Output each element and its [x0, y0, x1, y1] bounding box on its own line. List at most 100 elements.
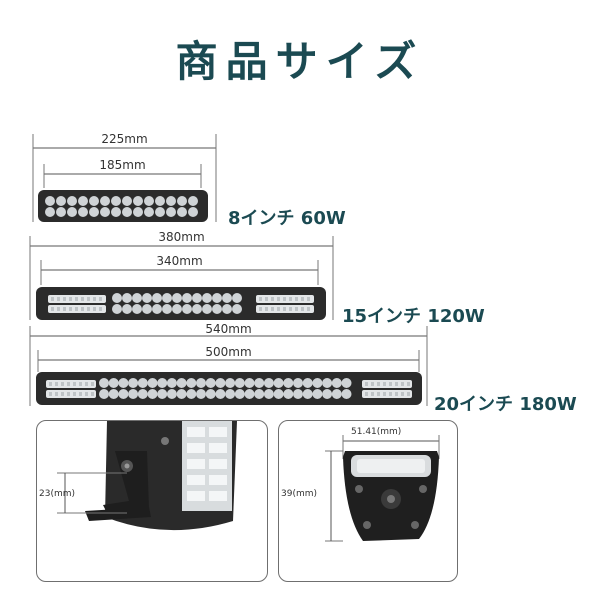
- product-8inch-diagram: [32, 134, 217, 222]
- led: [111, 207, 121, 217]
- led-strip-cell: [69, 297, 72, 301]
- led: [108, 389, 119, 399]
- product-15inch-diagram: [29, 236, 334, 320]
- led: [186, 378, 197, 388]
- led-strip-cell: [55, 382, 58, 386]
- led: [45, 196, 55, 206]
- led-strip-cell: [67, 392, 70, 396]
- led: [133, 196, 143, 206]
- led: [99, 378, 109, 388]
- led: [137, 389, 148, 399]
- led-strip-cell: [401, 392, 404, 396]
- led: [254, 389, 265, 399]
- led: [186, 389, 197, 399]
- led-strip-cell: [371, 382, 374, 386]
- led-strip-cell: [383, 392, 386, 396]
- led: [144, 207, 154, 217]
- led: [111, 196, 121, 206]
- led-strip-cell: [79, 392, 82, 396]
- led: [152, 293, 162, 303]
- led-strip-cell: [365, 382, 368, 386]
- led: [78, 207, 88, 217]
- led-strip-cell: [93, 307, 96, 311]
- led: [147, 389, 158, 399]
- led: [155, 207, 165, 217]
- led-strip-cell: [99, 307, 102, 311]
- led: [188, 196, 198, 206]
- led: [182, 293, 192, 303]
- led-strip-cell: [57, 307, 60, 311]
- led-strip-cell: [87, 307, 90, 311]
- led-strip-cell: [75, 307, 78, 311]
- led: [176, 378, 187, 388]
- led: [312, 378, 323, 388]
- model-label-20inch: 20インチ 180W: [434, 394, 577, 415]
- led: [118, 389, 129, 399]
- led: [196, 389, 206, 399]
- led-strip-cell: [259, 297, 262, 301]
- led-strip-cell: [377, 392, 380, 396]
- led-strip-cell: [87, 297, 90, 301]
- led-strip-cell: [377, 382, 380, 386]
- end-profile-illustration: [325, 435, 440, 542]
- led: [188, 207, 198, 217]
- led-strip-cell: [75, 297, 78, 301]
- outer-length-15inch: 380mm: [158, 230, 205, 244]
- led: [132, 293, 142, 303]
- led-strip: [362, 390, 412, 398]
- led-strip-cell: [395, 382, 398, 386]
- led: [144, 196, 154, 206]
- led: [56, 207, 66, 217]
- led: [192, 293, 202, 303]
- led: [205, 378, 216, 388]
- led: [302, 389, 313, 399]
- light-bar-8inch: [38, 190, 208, 222]
- inner-length-15inch: 340mm: [156, 254, 203, 268]
- led: [122, 304, 132, 314]
- led-strip-cell: [63, 307, 66, 311]
- led: [137, 378, 148, 388]
- led: [254, 378, 265, 388]
- led-strip-cell: [67, 382, 70, 386]
- led-strip-cell: [73, 392, 76, 396]
- led: [142, 293, 152, 303]
- led-strip-cell: [73, 382, 76, 386]
- led: [67, 196, 77, 206]
- led: [166, 207, 176, 217]
- product-20inch-diagram: [29, 326, 428, 406]
- outer-length-8inch: 225mm: [101, 132, 148, 146]
- led: [234, 378, 245, 388]
- light-bar-20inch: [36, 372, 422, 405]
- led: [341, 378, 352, 388]
- led: [283, 378, 294, 388]
- led: [56, 196, 66, 206]
- led-strip-cell: [307, 297, 310, 301]
- led-strip-cell: [79, 382, 82, 386]
- led: [312, 389, 323, 399]
- led-strip-cell: [277, 297, 280, 301]
- led: [166, 389, 177, 399]
- led: [133, 207, 143, 217]
- led-strip-cell: [289, 297, 292, 301]
- led: [215, 389, 226, 399]
- profile-width-label: 51.41(mm): [351, 427, 402, 437]
- led-strip-cell: [51, 307, 54, 311]
- light-bar-15inch: [36, 287, 326, 320]
- led: [147, 378, 158, 388]
- profile-height-label: 39(mm): [281, 489, 318, 499]
- led: [89, 207, 99, 217]
- side-bracket-panel: 23(mm): [36, 420, 268, 582]
- led-strip-cell: [295, 297, 298, 301]
- led: [263, 378, 274, 388]
- led: [176, 389, 187, 399]
- led: [212, 304, 222, 314]
- side-bracket-illustration: [57, 421, 237, 531]
- led: [293, 378, 303, 388]
- led: [132, 304, 142, 314]
- led: [202, 304, 212, 314]
- led: [192, 304, 202, 314]
- led-strip: [362, 380, 412, 388]
- led-strip-cell: [289, 307, 292, 311]
- led-strip-cell: [365, 392, 368, 396]
